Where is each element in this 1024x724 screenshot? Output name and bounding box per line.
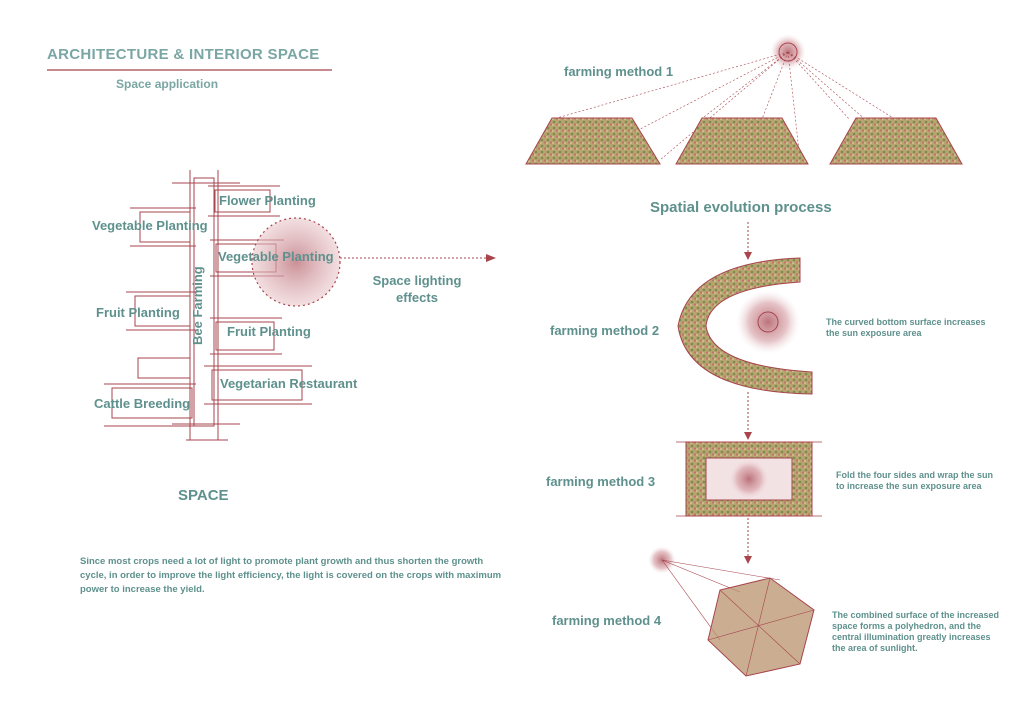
label-fruit-planting-right: Fruit Planting: [227, 324, 311, 339]
method-4-label: farming method 4: [552, 613, 662, 628]
page-subtitle: Space application: [116, 77, 219, 91]
fruit-left-box: [134, 295, 191, 327]
method4-drawing: [648, 546, 815, 677]
method-3-label: farming method 3: [546, 474, 656, 489]
method-1-label: farming method 1: [564, 64, 674, 79]
method-4-note: The combined surface of the increased sp…: [832, 610, 1000, 653]
method3-drawing: [676, 441, 822, 517]
label-cattle-breeding: Cattle Breeding: [94, 396, 191, 411]
fruit-right-box: [215, 321, 275, 351]
label-vegetable-planting-right: Vegetable Planting: [218, 249, 334, 264]
method-2-note: The curved bottom surface increases the …: [826, 317, 986, 338]
label-flower-planting: Flower Planting: [219, 193, 316, 208]
space-lighting-label: Space lighting effects: [372, 273, 462, 305]
description-text: Since most crops need a lot of light to …: [80, 556, 502, 595]
space-tower-drawing: [104, 170, 312, 441]
vegetable-left-box: [139, 211, 191, 243]
method1-drawing: [525, 34, 963, 165]
label-bee-farming: Bee Farming: [190, 266, 205, 345]
page-title: ARCHITECTURE & INTERIOR SPACE: [47, 46, 320, 63]
bee-farming-shaft: [193, 177, 215, 427]
small-left-box: [137, 357, 191, 379]
space-caption: SPACE: [178, 487, 229, 504]
label-vegetable-planting-left: Vegetable Planting: [92, 218, 208, 233]
method2-drawing: [677, 257, 813, 395]
restaurant-box: [211, 369, 303, 401]
label-vegetarian-restaurant: Vegetarian Restaurant: [220, 376, 358, 391]
cattle-box: [111, 387, 193, 419]
label-fruit-planting-left: Fruit Planting: [96, 305, 180, 320]
method-3-note: Fold the four sides and wrap the sun to …: [836, 470, 994, 491]
evolution-title: Spatial evolution process: [650, 199, 832, 216]
light-glow-circle: [252, 218, 340, 306]
flower-box: [214, 189, 271, 213]
method-2-label: farming method 2: [550, 323, 660, 338]
